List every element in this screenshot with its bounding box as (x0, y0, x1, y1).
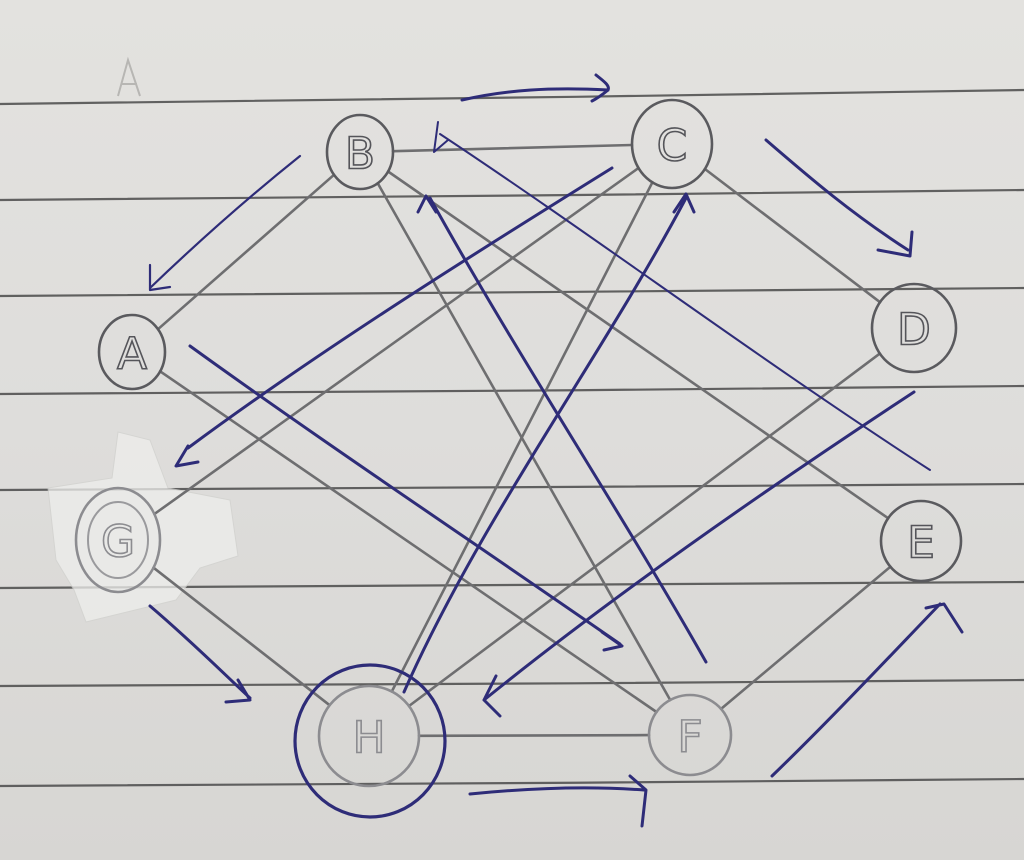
arrow-b-to-a (148, 154, 302, 292)
edge-b-f (376, 181, 672, 702)
node-circle (325, 113, 395, 191)
edge-a-f (158, 369, 658, 714)
node-label: G (101, 517, 135, 568)
edge-e-f (719, 565, 892, 711)
arrow-c-to-g (174, 166, 614, 468)
node-label: E (907, 518, 935, 569)
faint-letter-mark (117, 56, 141, 97)
arrow-e-to-b (433, 121, 931, 471)
node-circle (74, 486, 162, 594)
tape-patch (47, 431, 239, 623)
node-circle (647, 693, 733, 777)
node-label: B (345, 129, 375, 180)
edge-c-d (703, 167, 882, 304)
node-h: H (317, 684, 421, 788)
rule-line (0, 88, 1024, 106)
highlight-circle-h (293, 663, 447, 819)
arrow-h-to-f (468, 774, 648, 828)
arrow-g-to-h (148, 604, 252, 704)
edges (152, 143, 892, 738)
node-label: C (657, 121, 688, 172)
edge-b-e (386, 170, 890, 520)
arrow-h-to-c (402, 192, 696, 694)
arrows (148, 73, 964, 828)
arrow-b-to-c (460, 73, 610, 103)
ruled-lines (0, 88, 1024, 788)
node-inner-circle (87, 501, 149, 579)
arrow-d-to-h (482, 390, 916, 718)
rule-line (0, 286, 1024, 298)
rule-line (0, 777, 1024, 788)
node-circle (97, 313, 167, 391)
node-circle (870, 282, 958, 374)
node-g: G (74, 486, 162, 594)
node-label: H (352, 713, 385, 764)
rule-line (0, 678, 1024, 688)
edge-c-g (153, 166, 640, 516)
arrow-a-to-f (188, 344, 624, 652)
node-c: C (630, 98, 714, 190)
node-circle (879, 499, 963, 583)
edge-b-c (391, 143, 634, 153)
rule-line (0, 384, 1024, 396)
node-f: F (647, 693, 733, 777)
nodes: A B C D E F G H (74, 98, 963, 788)
rule-line (0, 188, 1024, 202)
node-e: E (879, 499, 963, 583)
node-circle (317, 684, 421, 788)
edge-h-f (417, 733, 651, 738)
node-label: A (117, 329, 147, 380)
node-circle (630, 98, 714, 190)
arrow-f-to-b (416, 194, 708, 664)
edge-c-h (390, 181, 654, 693)
node-d: D (870, 282, 958, 374)
node-a: A (97, 313, 167, 391)
node-label: F (677, 712, 702, 763)
arrow-f-to-e (770, 602, 964, 778)
edge-g-h (152, 566, 331, 707)
node-b: B (325, 113, 395, 191)
node-label: D (897, 305, 931, 356)
arrow-c-to-d (764, 138, 914, 258)
edge-d-h (407, 352, 882, 708)
edge-a-b (156, 173, 336, 331)
